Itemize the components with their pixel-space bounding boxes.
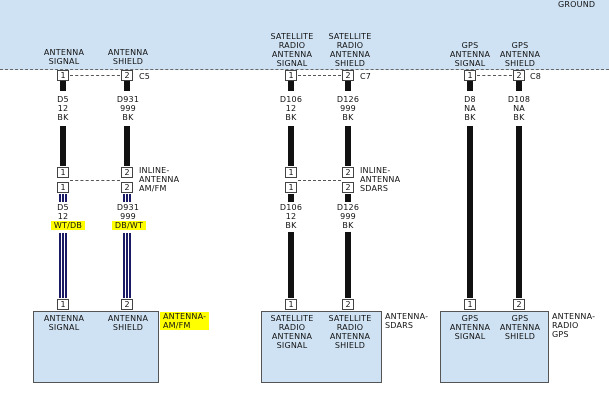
top-pin-label-sat-signal: SATELLITE RADIO ANTENNA SIGNAL [270,32,314,68]
top-pin-label-antenna-signal: ANTENNA SIGNAL [43,48,85,66]
wire-d8-bk [467,126,473,298]
inline-pin-2-lower: 2 [121,182,133,193]
inline-pin-2-upper: 2 [121,167,133,178]
connector-dash [70,75,120,76]
inline-connector-dash [298,180,341,181]
wire-d126-bk [345,126,351,166]
top-pin-label-sat-shield: SATELLITE RADIO ANTENNA SHIELD [328,32,372,68]
inline-pin-1-lower: 1 [57,182,69,193]
device-pin-2-gps: 2 [513,299,525,310]
device-label-sat-signal: SATELLITE RADIO ANTENNA SIGNAL [270,314,314,350]
wire-label-d931-lower: D931 999 [116,203,140,221]
device-pin-1-gps: 1 [464,299,476,310]
wire-label-d106-lower: D106 12 BK [279,203,303,230]
top-pin-label-gps-signal: GPS ANTENNA SIGNAL [449,41,491,68]
antenna-sdars-component [261,311,382,383]
wire-d106-lower-stub [288,194,294,202]
wire-d108-bk [516,126,522,298]
wire-d106-bk-lower [288,232,294,298]
device-pin-2-sdars: 2 [342,299,354,310]
device-label-gps-signal: GPS ANTENNA SIGNAL [449,314,491,341]
wire-color-wt-db: WT/DB [44,221,92,230]
top-pin-label-gps-shield: GPS ANTENNA SHIELD [499,41,541,68]
wire-d106-bk [288,126,294,166]
wire-d126-stub [345,81,351,91]
wire-d931-bk [124,126,130,166]
wire-label-d8: D8 NA BK [464,95,476,122]
device-label-gps-shield: GPS ANTENNA SHIELD [499,314,541,341]
wire-label-d126: D126 999 BK [336,95,360,122]
connector-label-c8: C8 [530,72,542,81]
pin-1-c7: 1 [285,70,297,81]
wire-color-db-wt: DB/WT [108,221,150,230]
wire-d8-stub [467,81,473,91]
top-pin-label-antenna-shield: ANTENNA SHIELD [107,48,149,66]
inline-pin-2-upper: 2 [342,167,354,178]
antenna-am-fm-component [33,311,159,383]
radio-module-band [0,0,609,70]
wire-d126-lower-stub [345,194,351,202]
wire-d5-stub [60,81,66,91]
antenna-gps-component [440,311,549,383]
pin-2-c7: 2 [342,70,354,81]
device-label-sat-shield: SATELLITE RADIO ANTENNA SHIELD [328,314,372,350]
inline-pin-1-upper: 1 [57,167,69,178]
wire-label-d5: D5 12 BK [57,95,69,122]
wire-d931-stub [124,81,130,91]
pin-2-c5: 2 [121,70,133,81]
wire-label-d106: D106 12 BK [279,95,303,122]
wire-label-d126-lower: D126 999 BK [336,203,360,230]
ground-label: GROUND [558,0,596,9]
inline-pin-1-upper: 1 [285,167,297,178]
wire-label-d931: D931 999 BK [116,95,140,122]
inline-connector-dash [70,180,120,181]
device-pin-1-sdars: 1 [285,299,297,310]
device-name-antenna-gps: ANTENNA- RADIO GPS [552,312,596,339]
wire-d108-stub [516,81,522,91]
inline-label-sdars: INLINE- ANTENNA SDARS [360,166,401,193]
wire-d931-wt-stub [123,194,131,202]
device-name-antenna-sdars: ANTENNA- SDARS [385,312,429,330]
inline-pin-1-lower: 1 [285,182,297,193]
device-name-antenna-am-fm: ANTENNA- AM/FM [160,312,210,330]
pin-2-c8: 2 [513,70,525,81]
wire-d5-wt-db [59,233,67,298]
connector-label-c5: C5 [139,72,151,81]
wire-d106-stub [288,81,294,91]
inline-pin-2-lower: 2 [342,182,354,193]
wire-d5-wt-stub [59,194,67,202]
device-pin-1-am-fm: 1 [57,299,69,310]
connector-dash [298,75,341,76]
inline-label-am-fm: INLINE- ANTENNA AM/FM [139,166,180,193]
wire-d931-db-wt [123,233,131,298]
device-pin-2-am-fm: 2 [121,299,133,310]
module-boundary-dashed [0,69,609,70]
pin-1-c8: 1 [464,70,476,81]
device-label-antenna-signal: ANTENNA SIGNAL [43,314,85,332]
wire-label-d108: D108 NA BK [507,95,531,122]
device-label-antenna-shield: ANTENNA SHIELD [107,314,149,332]
wire-d126-bk-lower [345,232,351,298]
connector-label-c7: C7 [360,72,372,81]
connector-dash [477,75,512,76]
wire-label-d5-lower: D5 12 [57,203,69,221]
pin-1-c5: 1 [57,70,69,81]
wire-d5-bk [60,126,66,166]
